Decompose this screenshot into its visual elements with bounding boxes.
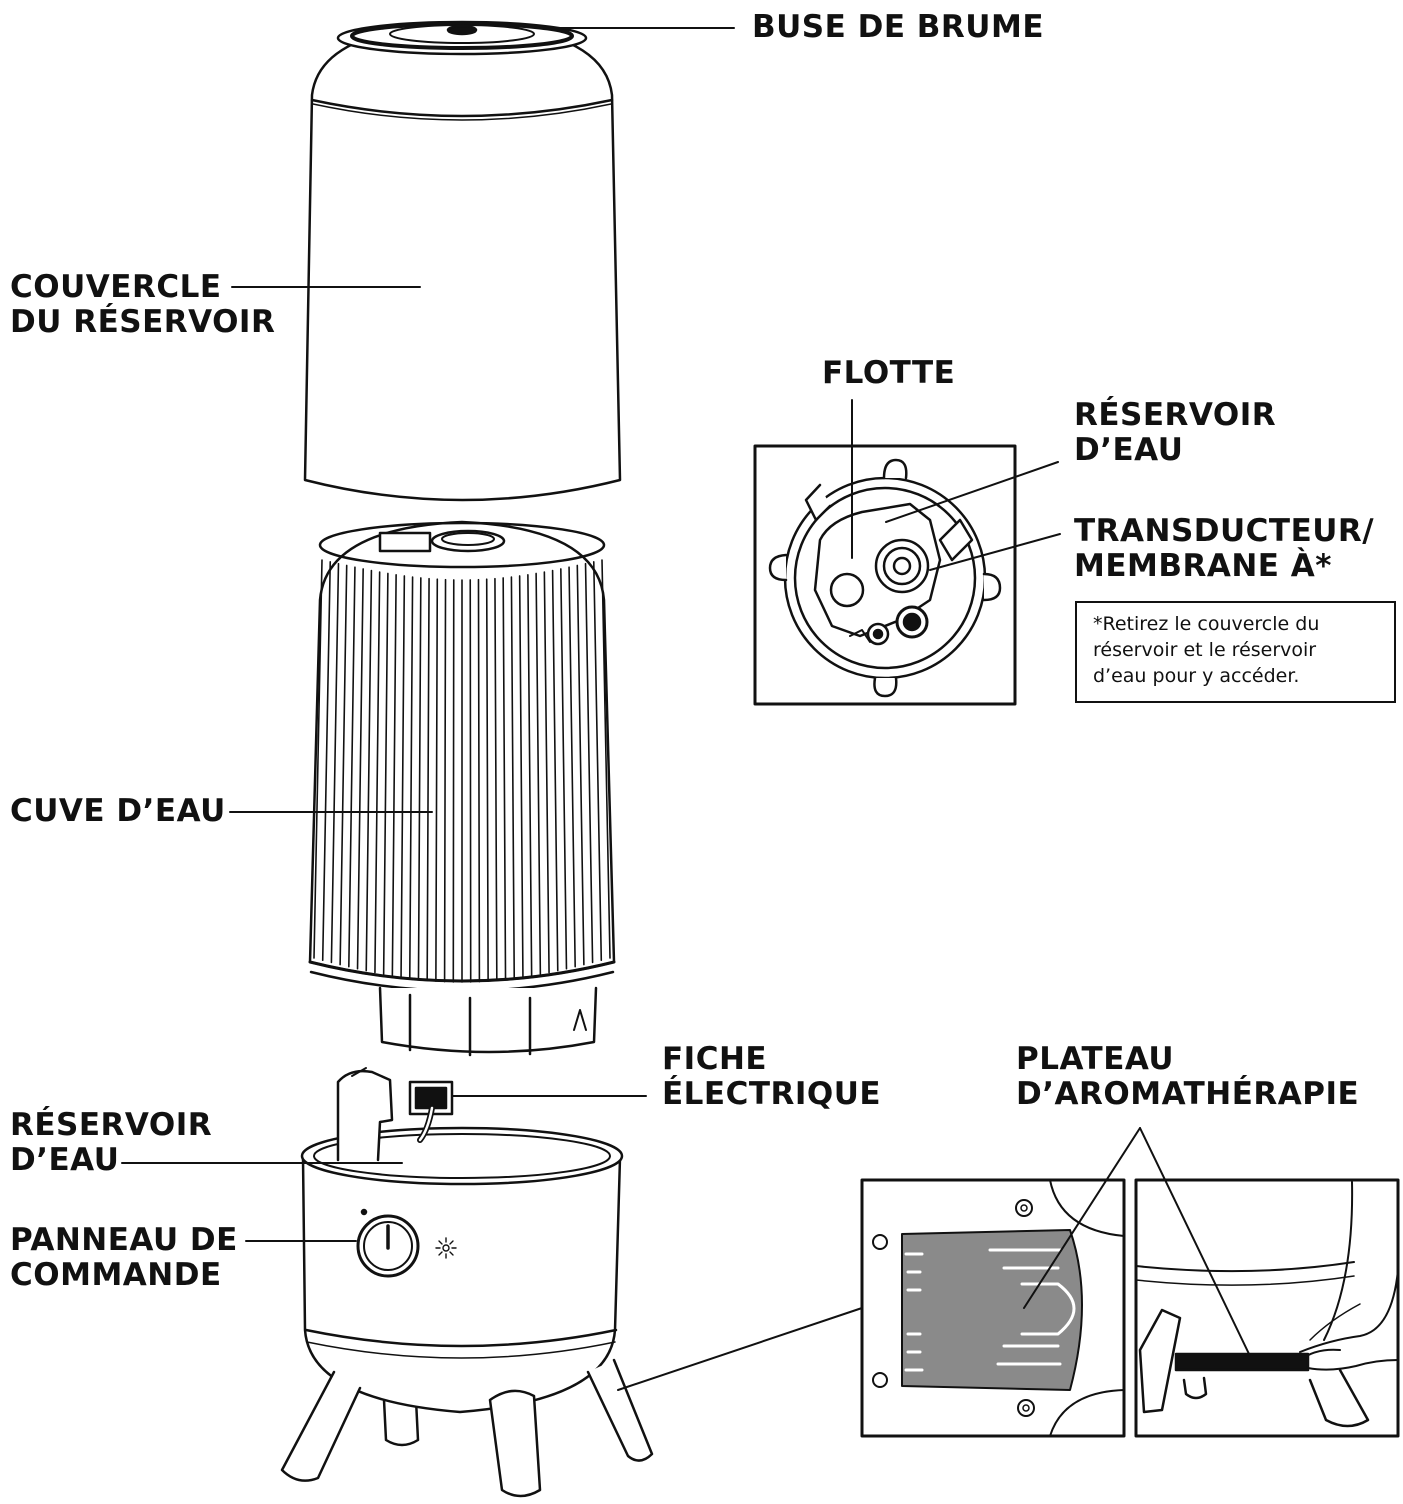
label-power-plug: FICHE ÉLECTRIQUE <box>662 1041 882 1112</box>
water-tank-drawing <box>308 520 616 1057</box>
float-detail-inset <box>753 444 1017 706</box>
tank-rib <box>527 573 533 977</box>
tank-rib <box>408 576 414 980</box>
tank-rib <box>568 566 576 968</box>
tank-rib <box>313 559 323 959</box>
label-aroma-tray: PLATEAU D’AROMATHÉRAPIE <box>1016 1041 1360 1112</box>
tank-rib <box>321 561 332 962</box>
label-mist-nozzle: BUSE DE BRUME <box>752 9 1044 45</box>
tank-rib <box>477 578 481 983</box>
tank-rib <box>601 559 611 959</box>
aroma-tray-detail-right <box>1134 1178 1400 1438</box>
tank-rib <box>494 577 498 982</box>
tank-rib <box>365 569 373 972</box>
tank-rib <box>348 566 356 968</box>
sun-icon <box>435 1237 457 1259</box>
tank-rib <box>391 573 397 977</box>
label-control-panel: PANNEAU DE COMMANDE <box>10 1222 238 1293</box>
tank-rib <box>339 564 348 966</box>
tank-rib <box>417 577 422 981</box>
tank-rib <box>576 564 585 966</box>
tank-rib <box>485 578 489 982</box>
access-note-box: *Retirez le couvercle du réservoir et le… <box>1075 601 1396 703</box>
tank-rib <box>543 571 550 974</box>
base-drawing <box>280 1067 654 1498</box>
tank-rib <box>551 569 559 972</box>
tank-rib <box>426 577 430 982</box>
tank-rib <box>502 577 507 981</box>
tank-rib <box>560 568 568 970</box>
tank-rib <box>356 568 364 970</box>
aroma-tray-detail-left <box>860 1178 1126 1438</box>
tank-cover-drawing <box>303 20 622 502</box>
label-transducer: TRANSDUCTEUR/ MEMBRANE À* <box>1074 513 1375 584</box>
tank-rib <box>535 572 542 975</box>
tank-rib <box>510 576 516 980</box>
tank-rib <box>435 578 439 982</box>
label-water-tank: CUVE D’EAU <box>10 793 226 829</box>
tank-rib <box>374 571 381 974</box>
leader-lines <box>121 27 1251 1391</box>
tank-rib <box>443 578 447 983</box>
tank-rib <box>330 562 340 964</box>
label-base-water-reservoir: RÉSERVOIR D’EAU <box>10 1107 213 1178</box>
tank-rib <box>518 575 524 978</box>
tank-rib <box>400 575 406 978</box>
label-tank-cover: COUVERCLE DU RÉSERVOIR <box>10 269 276 340</box>
tank-rib <box>584 562 594 964</box>
tank-rib <box>592 561 603 962</box>
label-detail-water-reservoir: RÉSERVOIR D’EAU <box>1074 397 1277 468</box>
tank-rib <box>382 572 389 975</box>
label-float: FLOTTE <box>822 355 956 391</box>
